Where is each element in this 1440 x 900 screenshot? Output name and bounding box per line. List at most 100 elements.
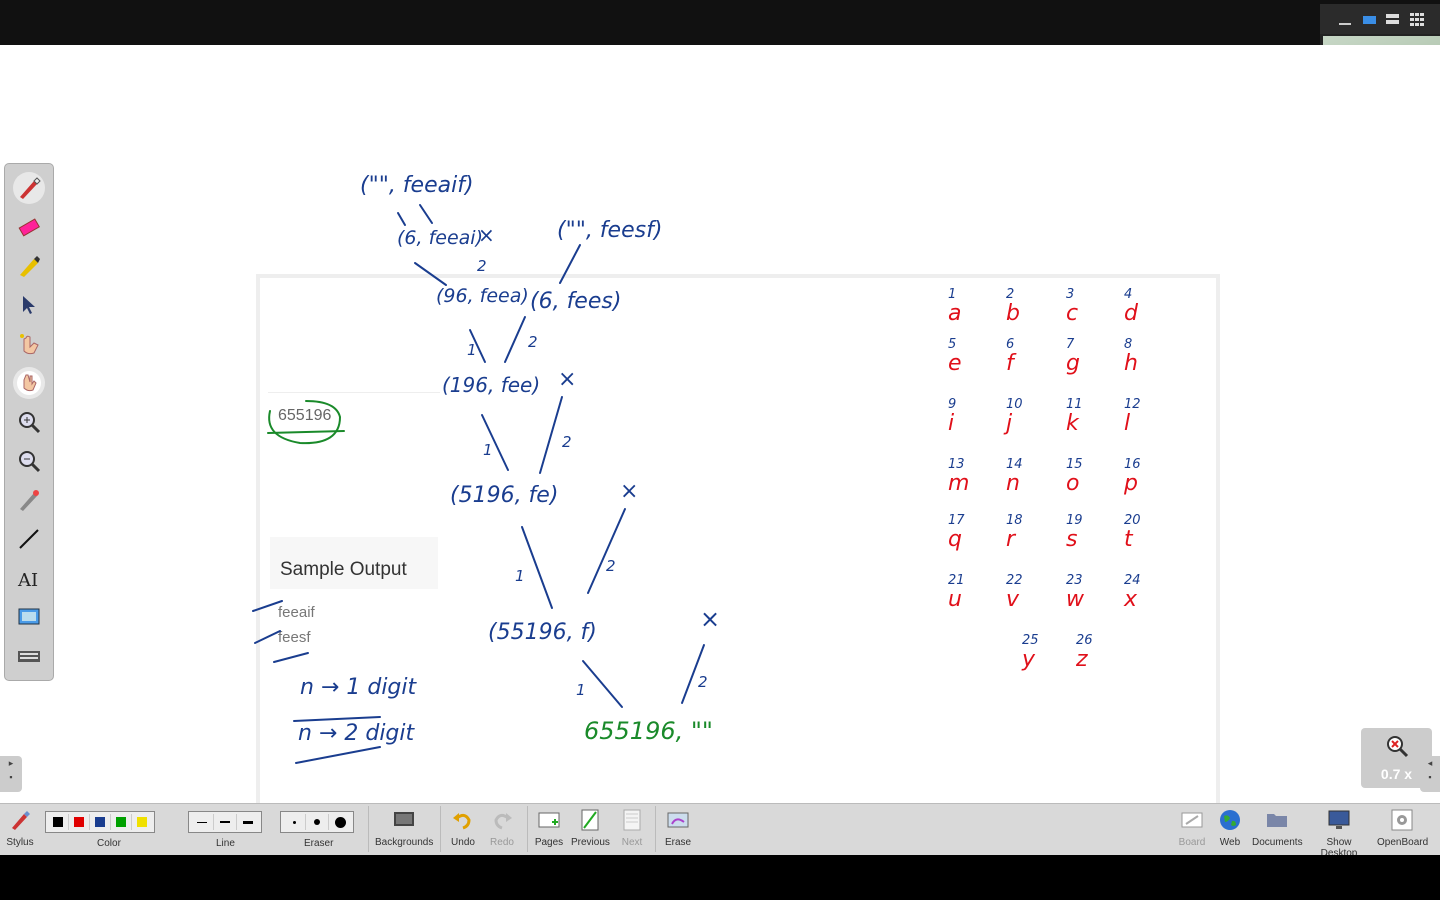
top-bar [0, 0, 1440, 45]
alphabet-number: 26 [1076, 633, 1093, 648]
alphabet-number: 24 [1124, 573, 1141, 588]
video-controls [1320, 4, 1440, 34]
sample-output-heading-box: Sample Output [270, 537, 438, 589]
keyboard-icon[interactable] [13, 640, 45, 672]
eraser-medium[interactable] [306, 814, 329, 830]
color-palette [45, 811, 155, 833]
backgrounds-label: Backgrounds [375, 837, 434, 848]
backgrounds-button[interactable]: Backgrounds [375, 808, 433, 848]
alphabet-number: 22 [1006, 573, 1023, 588]
alphabet-number: 25 [1022, 633, 1039, 648]
alphabet-number: 21 [948, 573, 965, 588]
alphabet-number: 8 [1124, 337, 1133, 352]
interact-icon[interactable] [13, 328, 45, 360]
note: n → 2 digit [298, 721, 415, 746]
check-mark [254, 630, 281, 644]
left-panel-toggle[interactable]: ▸▪ [0, 756, 22, 792]
documents-button[interactable]: Documents [1252, 808, 1303, 848]
erase-label: Erase [664, 837, 692, 848]
stylus-button[interactable]: Stylus [5, 808, 35, 848]
alphabet-letter: o [1066, 471, 1080, 496]
text-icon[interactable]: AI [13, 562, 45, 594]
openboard-menu-button[interactable]: OpenBoard [1377, 808, 1429, 848]
board-mode-button[interactable]: Board [1177, 808, 1207, 848]
zoom-reset-icon[interactable] [1385, 734, 1409, 758]
color-swatch-black[interactable] [48, 814, 69, 830]
cross-mark: × [478, 223, 495, 247]
alphabet-letter: h [1124, 351, 1138, 376]
highlighter-icon[interactable] [13, 250, 45, 282]
pages-button[interactable]: Pages [534, 808, 564, 848]
line-thick[interactable] [237, 814, 259, 830]
color-swatch-blue[interactable] [90, 814, 111, 830]
pen-icon[interactable] [13, 172, 45, 204]
alphabet-number: 23 [1066, 573, 1083, 588]
edge-label: 2 [562, 433, 572, 451]
alphabet-letter: w [1066, 587, 1084, 612]
alphabet-letter: n [1006, 471, 1020, 496]
whiteboard-canvas[interactable]: 655196 Sample Output feeaif feesf [0, 45, 1440, 803]
tree-node: (55196, f) [488, 620, 597, 645]
tree-edge [397, 212, 406, 226]
board-label: Board [1178, 837, 1206, 848]
openboard-label: OpenBoard [1377, 837, 1429, 848]
color-swatch-red[interactable] [69, 814, 90, 830]
edge-label: 2 [477, 257, 487, 275]
previous-page-icon [581, 809, 599, 831]
stylus-label: Stylus [6, 837, 34, 848]
left-toolbar: AI [4, 163, 54, 681]
alphabet-letter: z [1076, 647, 1088, 672]
alphabet-number: 7 [1066, 337, 1075, 352]
globe-icon [1220, 810, 1240, 830]
toolbar-separator [440, 806, 441, 852]
alphabet-letter: g [1066, 351, 1080, 376]
alphabet-number: 14 [1006, 457, 1023, 472]
alphabet-number: 15 [1066, 457, 1083, 472]
line-width-group [188, 811, 262, 833]
alphabet-number: 19 [1066, 513, 1083, 528]
capture-icon[interactable] [13, 601, 45, 633]
eraser-large[interactable] [329, 814, 351, 830]
laser-pointer-icon[interactable] [13, 484, 45, 516]
alphabet-number: 12 [1124, 397, 1141, 412]
alphabet-number: 11 [1066, 397, 1083, 412]
tree-edge [504, 316, 526, 363]
cross-mark: × [620, 479, 639, 504]
redo-label: Redo [490, 837, 514, 848]
alphabet-number: 9 [948, 397, 957, 412]
alphabet-number: 18 [1006, 513, 1023, 528]
show-desktop-button[interactable]: Show Desktop [1308, 808, 1370, 859]
zoom-out-icon[interactable] [13, 445, 45, 477]
zoom-in-icon[interactable] [13, 406, 45, 438]
previous-page-button[interactable]: Previous [571, 808, 610, 848]
eraser-small[interactable] [283, 814, 306, 830]
stylus-icon [12, 811, 30, 830]
alphabet-number: 1 [948, 287, 957, 302]
next-page-button[interactable]: Next [618, 808, 646, 848]
alphabet-number: 6 [1006, 337, 1015, 352]
alphabet-number: 5 [948, 337, 957, 352]
tree-node: (6, feeai) [397, 227, 483, 249]
line-thin[interactable] [191, 814, 214, 830]
tree-edge [414, 262, 447, 286]
tree-edge [559, 244, 581, 284]
color-swatch-yellow[interactable] [132, 814, 152, 830]
tree-edge [681, 644, 705, 704]
redo-button[interactable]: Redo [489, 808, 515, 848]
video-layout-icons[interactable] [1320, 4, 1440, 34]
right-panel-toggle[interactable]: ◂▪ [1420, 756, 1440, 792]
eraser-icon[interactable] [13, 211, 45, 243]
line-icon[interactable] [13, 523, 45, 555]
selector-icon[interactable] [13, 289, 45, 321]
color-swatch-green[interactable] [111, 814, 132, 830]
tree-node: (5196, fe) [450, 483, 559, 508]
erase-button[interactable]: Erase [663, 808, 693, 848]
undo-button[interactable]: Undo [450, 808, 476, 848]
web-mode-button[interactable]: Web [1216, 808, 1244, 848]
underline-mark [293, 716, 381, 722]
edge-label: 1 [515, 567, 525, 585]
alphabet-number: 20 [1124, 513, 1141, 528]
alphabet-letter: v [1006, 587, 1020, 612]
line-medium[interactable] [214, 814, 237, 830]
hand-icon[interactable] [13, 367, 45, 399]
